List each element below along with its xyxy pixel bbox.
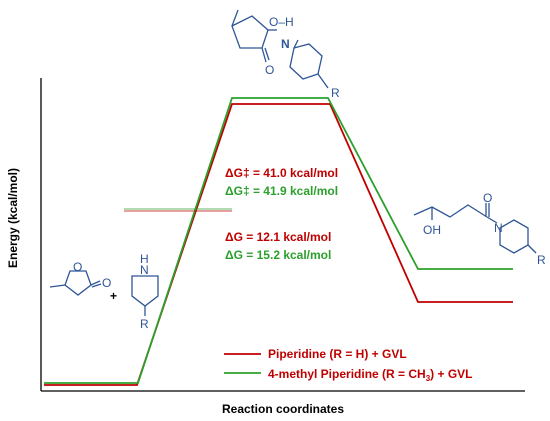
ts-O-H: O–H xyxy=(269,15,294,29)
legend-label-methyl: 4-methyl Piperidine (R = CH3) + GVL xyxy=(268,367,473,383)
piperidine-H: H xyxy=(140,252,149,266)
gvl-carbonyl-oxygen: O xyxy=(102,276,111,290)
product-hydroxyl: OH xyxy=(423,223,441,237)
ts-molecule-drawing xyxy=(231,9,329,89)
series-line-piperidine xyxy=(44,103,513,386)
y-axis-label: Energy (kcal/mol) xyxy=(6,168,20,268)
product-N: N xyxy=(494,221,503,235)
dg-methyl-label: ΔG = 15.2 kcal/mol xyxy=(225,248,331,262)
ts-R: R xyxy=(331,86,340,100)
piperidine-N: N xyxy=(140,263,149,277)
ts-N: N xyxy=(281,37,290,51)
plus-sign: + xyxy=(110,289,117,303)
legend: Piperidine (R = H) + GVL 4-methyl Piperi… xyxy=(224,347,473,383)
product-molecule-drawing xyxy=(413,203,537,254)
product-carbonyl-oxygen: O xyxy=(483,191,492,205)
piperidine-R: R xyxy=(140,317,149,331)
dg-ts-piperidine-label: ΔG‡ = 41.0 kcal/mol xyxy=(225,166,338,180)
ts-carbonyl-oxygen: O xyxy=(265,63,274,77)
series-line-methyl-piperidine xyxy=(44,97,513,384)
dg-ts-methyl-label: ΔG‡ = 41.9 kcal/mol xyxy=(225,184,338,198)
gvl-molecule-drawing xyxy=(49,270,102,296)
dg-piperidine-label: ΔG = 12.1 kcal/mol xyxy=(225,230,331,244)
product-R: R xyxy=(537,253,546,267)
piperidine-molecule-drawing xyxy=(131,275,159,316)
gvl-ring-oxygen: O xyxy=(73,260,82,274)
legend-label-piperidine: Piperidine (R = H) + GVL xyxy=(268,347,407,361)
x-axis-label: Reaction coordinates xyxy=(222,402,344,416)
